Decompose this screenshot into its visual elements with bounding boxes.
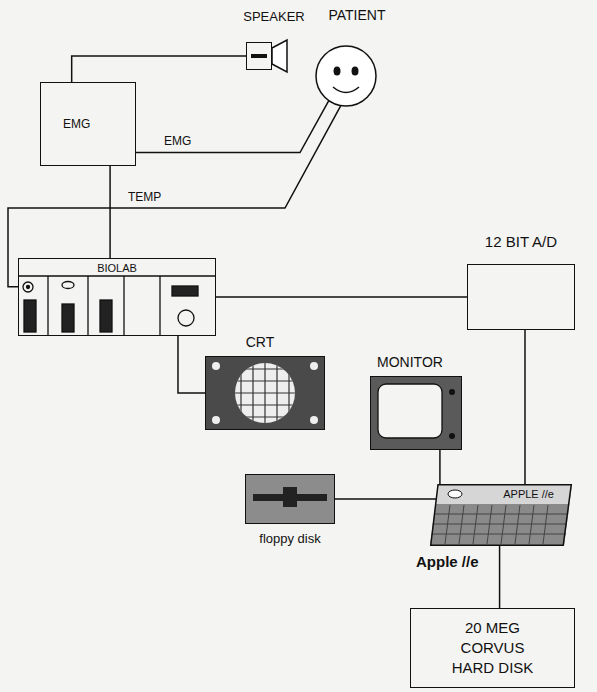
- node-label: 12 BIT A/D: [485, 233, 557, 251]
- face-eye: [334, 67, 341, 76]
- monitor-screen: [370, 376, 462, 450]
- face-eye: [352, 67, 359, 76]
- speaker-box: SPEAKER: [246, 42, 272, 70]
- signal-wire: [335, 498, 436, 500]
- signal-wire: [8, 106, 341, 287]
- label-holder: 12 BIT A/D: [368, 233, 597, 251]
- node-label: 20 MEG CORVUS HARD DISK: [443, 618, 543, 679]
- crt-screen: [205, 356, 325, 430]
- signal-wire: [109, 166, 111, 258]
- floppy-drive-body: [245, 474, 335, 524]
- video-monitor: MONITOR: [370, 376, 462, 450]
- signal-wire: [524, 330, 526, 484]
- label-holder: MONITOR: [265, 354, 555, 371]
- biolab-controls: [18, 276, 216, 336]
- biolab-panel: BIOLAB: [18, 258, 216, 336]
- signal-wire: [136, 101, 329, 153]
- node-label: APPLE //e: [503, 488, 554, 501]
- signal-label: TEMP: [126, 190, 163, 204]
- apple-computer: APPLE //eApple //e: [430, 484, 572, 546]
- node-outline: [315, 45, 377, 107]
- emg-amplifier: EMG: [40, 82, 136, 166]
- ad-converter: 12 BIT A/D: [467, 264, 575, 330]
- signal-wire: [178, 336, 205, 393]
- face-fill: [317, 47, 375, 105]
- node-label: PATIENT: [328, 7, 385, 24]
- patient-face: PATIENT: [315, 45, 377, 107]
- signal-wire: [439, 450, 441, 484]
- node-label: SPEAKER: [243, 9, 304, 25]
- label-holder: floppy disk: [146, 531, 434, 547]
- speaker-cone: [272, 40, 287, 72]
- label-holder: PATIENT: [226, 7, 488, 24]
- label-holder: Apple //e: [416, 553, 479, 571]
- floppy-drive: floppy disk: [245, 474, 335, 524]
- signal-wire: [499, 546, 501, 608]
- node-label: CRT: [246, 334, 275, 351]
- signal-wire: [216, 296, 467, 298]
- node-label: EMG: [63, 117, 90, 131]
- node-label: floppy disk: [259, 531, 320, 547]
- crt-display: CRT: [205, 356, 325, 430]
- signal-wire: [72, 56, 246, 82]
- hard-disk: 20 MEG CORVUS HARD DISK: [410, 608, 575, 688]
- node-label: Apple //e: [416, 553, 479, 571]
- speaker-grille: [251, 54, 267, 58]
- keyboard-body: [430, 484, 572, 546]
- node-label: MONITOR: [377, 354, 443, 371]
- label-holder: CRT: [101, 334, 419, 351]
- signal-label: EMG: [162, 134, 193, 148]
- keyboard-outline: [431, 485, 572, 546]
- node-label: BIOLAB: [97, 262, 137, 275]
- face-smile: [333, 87, 359, 93]
- face-outline: [316, 46, 376, 106]
